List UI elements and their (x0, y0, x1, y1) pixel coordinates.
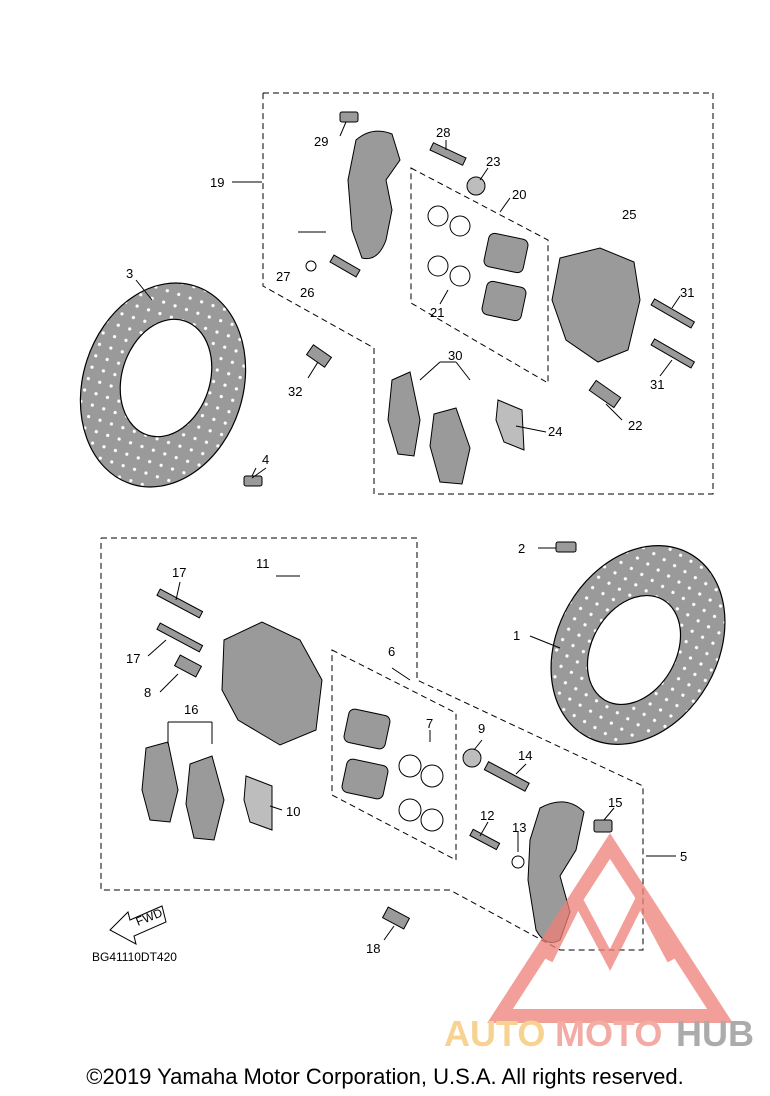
callout-25: 25 (622, 207, 636, 222)
callout-14: 14 (518, 748, 532, 763)
callout-16: 16 (184, 702, 198, 717)
lower-group-outline (100, 537, 644, 951)
callout-4: 4 (262, 452, 269, 467)
leader-lines (135, 121, 681, 941)
upper-group-outline (262, 92, 714, 495)
callout-13: 13 (512, 820, 526, 835)
callout-23: 23 (486, 154, 500, 169)
copyright-notice: ©2019 Yamaha Motor Corporation, U.S.A. A… (86, 1064, 684, 1089)
lower-caliper-parts (141, 541, 613, 943)
callout-26: 26 (300, 285, 314, 300)
callout-27: 27 (276, 269, 290, 284)
callout-19: 19 (210, 175, 224, 190)
callout-22: 22 (628, 418, 642, 433)
watermark-logo: AUTO MOTO HUB (444, 833, 754, 1054)
brake-disc-1 (550, 545, 726, 745)
callout-8: 8 (144, 685, 151, 700)
callout-11: 11 (256, 556, 270, 571)
callout-labels: 1 2 3 4 5 6 7 8 9 10 11 12 13 14 15 16 1… (126, 125, 694, 956)
callout-31a: 31 (680, 285, 694, 300)
brake-disc-3 (79, 282, 247, 488)
fwd-arrow: FWD (109, 905, 167, 945)
callout-31b: 31 (650, 377, 664, 392)
callout-15: 15 (608, 795, 622, 810)
watermark-hub: HUB (676, 1013, 754, 1054)
callout-32: 32 (288, 384, 302, 399)
callout-17b: 17 (126, 651, 140, 666)
callout-17a: 17 (172, 565, 186, 580)
callout-30: 30 (448, 348, 462, 363)
callout-3: 3 (126, 266, 133, 281)
drawing-code: BG41110DT420 (92, 950, 177, 964)
callout-21: 21 (430, 305, 444, 320)
callout-1: 1 (513, 628, 520, 643)
upper-caliper-parts (243, 111, 696, 487)
callout-29: 29 (314, 134, 328, 149)
callout-6: 6 (388, 644, 395, 659)
callout-5: 5 (680, 849, 687, 864)
watermark-moto: MOTO (555, 1013, 662, 1054)
callout-20: 20 (512, 187, 526, 202)
callout-12: 12 (480, 808, 494, 823)
watermark-auto: AUTO (444, 1013, 545, 1054)
callout-28: 28 (436, 125, 450, 140)
callout-24: 24 (548, 424, 562, 439)
callout-10: 10 (286, 804, 300, 819)
callout-2: 2 (518, 541, 525, 556)
callout-18: 18 (366, 941, 380, 956)
callout-9: 9 (478, 721, 485, 736)
callout-7: 7 (426, 716, 433, 731)
